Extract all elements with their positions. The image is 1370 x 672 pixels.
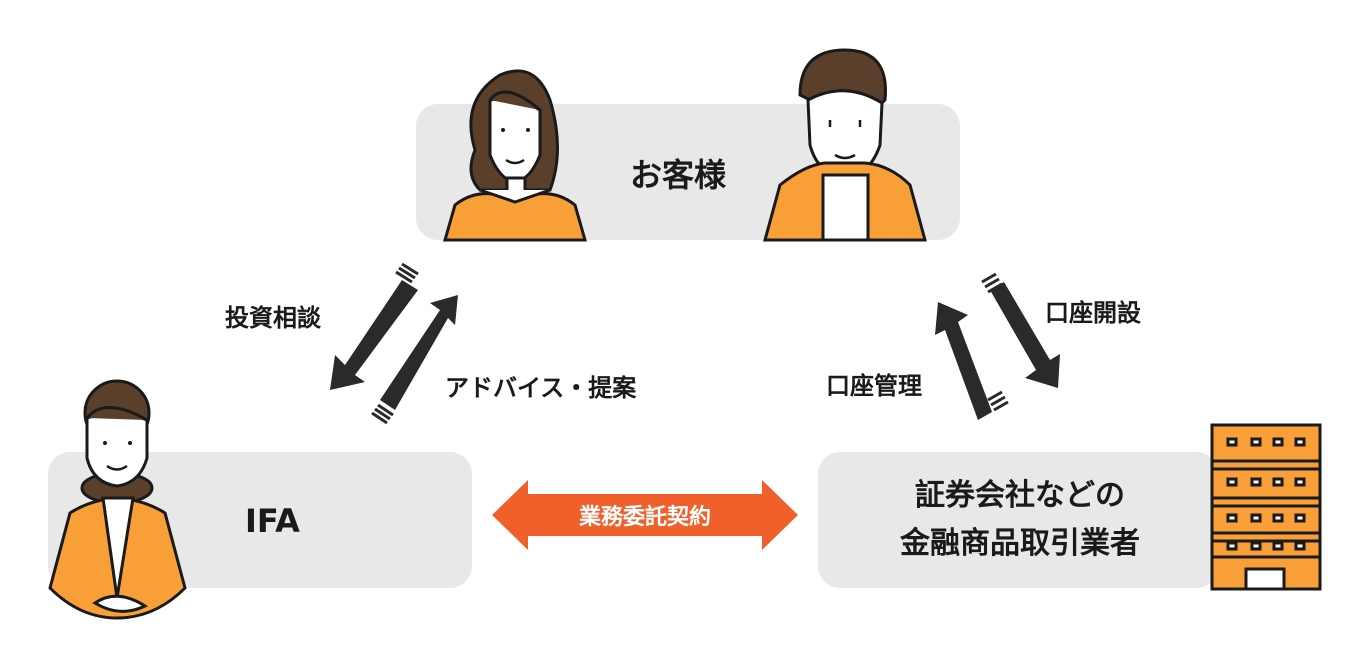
consult-label: 投資相談 (225, 304, 321, 332)
broker-box (818, 452, 1218, 588)
ifa-advisor-illustration (48, 379, 187, 620)
customer-label: お客様 (630, 156, 727, 194)
broker-label-line2: 金融商品取引業者 (900, 526, 1140, 561)
building-icon (1210, 423, 1322, 591)
account-manage-label: 口座管理 (826, 372, 922, 400)
account-open-label: 口座開設 (1045, 299, 1141, 327)
woman-customer-illustration (443, 69, 587, 242)
man-customer-illustration (763, 48, 927, 242)
contract-double-arrow-icon (492, 480, 798, 550)
broker-label: 証券会社などの 金融商品取引業者 (840, 470, 1200, 570)
account-arrow-icon (935, 272, 1060, 420)
contract-label: 業務委託契約 (578, 505, 711, 530)
advice-label: アドバイス・提案 (445, 374, 637, 402)
consult-arrow-icon (330, 262, 458, 425)
broker-label-line1: 証券会社などの (915, 478, 1125, 513)
ifa-label: IFA (245, 502, 300, 540)
